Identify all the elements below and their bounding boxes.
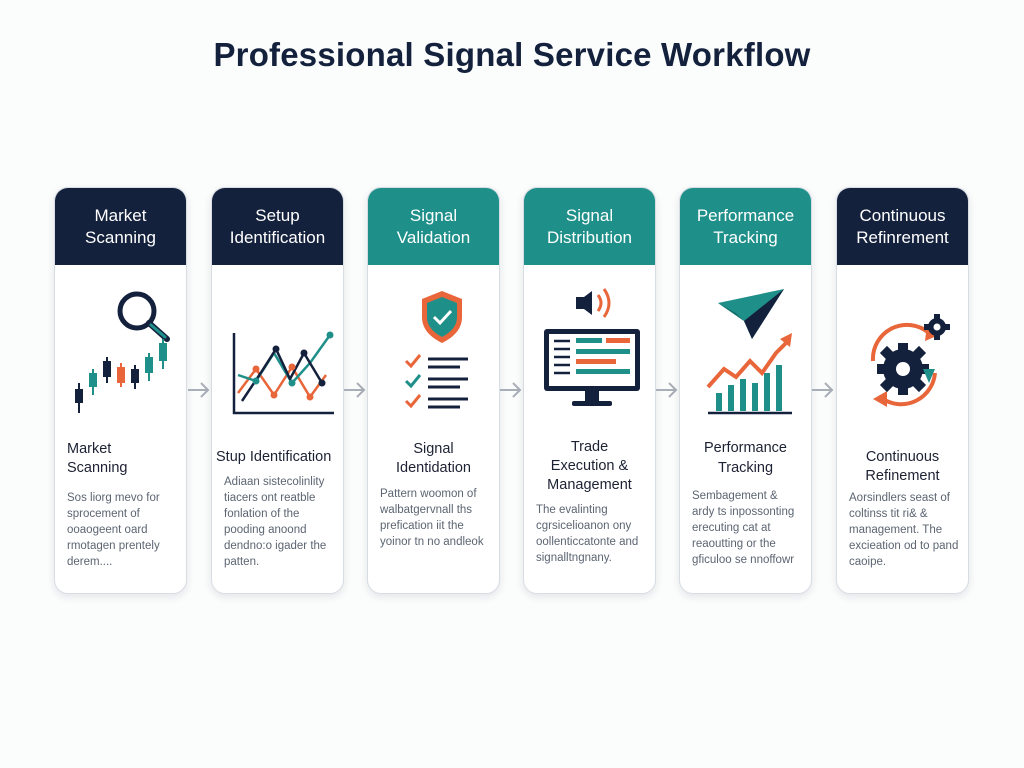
step-header: Market Scanning	[55, 188, 186, 265]
arrow-right-icon	[656, 382, 678, 398]
step-desc-line: ooaogeent oard	[67, 524, 148, 536]
arrow-right-icon	[344, 382, 366, 398]
monitor-megaphone-icon	[524, 278, 655, 428]
step-header-line: Continuous	[859, 205, 946, 225]
step-label-line: Continuous	[865, 449, 940, 465]
step-header: Signal Validation	[368, 188, 499, 265]
step-card-signal-distribution: Signal Distribution Trade Execution &	[523, 187, 656, 594]
step-desc-line: tiacers ont reatble	[224, 492, 316, 504]
step-label-line: Performance	[703, 440, 787, 456]
step-label-line: Refinement	[865, 467, 940, 484]
step-header-line: Scanning	[85, 227, 156, 247]
step-desc-line: rmotagen prentely	[67, 540, 160, 552]
step-desc-line: Aorsindlers seast of	[849, 492, 950, 504]
step-desc-line: signalltngnany.	[536, 552, 612, 564]
step-label: Stup Identification	[216, 448, 341, 467]
step-header: Performance Tracking	[680, 188, 811, 265]
line-chart-icon	[212, 278, 343, 428]
step-desc-line: erecuting cat at	[692, 522, 771, 534]
step-header-line: Distribution	[546, 227, 633, 247]
step-header-line: Market	[94, 205, 147, 225]
step-label-line: Market	[67, 441, 112, 457]
step-desc-line: oollenticcatonte and	[536, 536, 639, 548]
step-desc-line: patten.	[224, 556, 260, 568]
step-label-line: Execution &	[550, 458, 629, 474]
step-header-line: Tracking	[713, 227, 778, 247]
arrow-right-icon	[500, 382, 522, 398]
step-header-line: Validation	[396, 227, 471, 247]
arrow-right-icon	[188, 382, 210, 398]
step-card-performance-tracking: Performance Tracking Performance Trackin…	[679, 187, 812, 594]
step-description: Sos liorg mevo for sprocement of ooaogee…	[67, 490, 180, 570]
step-desc-line: excieation od to pand	[849, 540, 959, 552]
step-label-line: Scanning	[67, 459, 128, 476]
step-desc-line: cgrsicelioanon ony	[536, 520, 632, 532]
arrow-right-icon	[812, 382, 834, 398]
step-desc-line: walbatgervnall ths	[380, 504, 473, 516]
step-desc-line: dendno:o igader the	[224, 540, 327, 552]
step-description: Adiaan sistecolinlity tiacers ont reatbl…	[224, 474, 337, 570]
step-header: Continuous Refinrement	[837, 188, 968, 265]
step-label: Trade Execution & Management	[528, 438, 651, 495]
step-desc-line: fonlation of the	[224, 508, 300, 520]
step-header-line: Setup	[255, 205, 300, 225]
step-desc-line: coltinss tit ri& &	[849, 508, 928, 520]
step-label-line: Trade	[570, 439, 609, 455]
shield-checklist-icon	[368, 278, 499, 428]
step-card-market-scanning: Market Scanning Market Scanning	[54, 187, 187, 594]
paper-plane-bar-chart-icon	[680, 278, 811, 428]
step-desc-line: Sembagement &	[692, 490, 778, 502]
step-label: Continuous Refinement	[841, 448, 964, 485]
step-desc-line: caoipe.	[849, 556, 887, 568]
step-description: Aorsindlers seast of coltinss tit ri& & …	[849, 490, 962, 570]
gear-cycle-icon	[837, 278, 968, 428]
step-desc-line: Adiaan sistecolinlity	[224, 476, 325, 488]
step-desc-line: reaoutting or the	[692, 538, 776, 550]
page-title: Professional Signal Service Workflow	[213, 36, 811, 73]
step-card-setup-identification: Setup Identification Stup Identification…	[211, 187, 344, 594]
step-desc-line: The evalinting	[536, 504, 608, 516]
step-card-signal-validation: Signal Validation Signal Identidation Pa…	[367, 187, 500, 594]
magnifier-candlestick-icon	[55, 278, 186, 428]
step-desc-line: derem....	[67, 556, 113, 568]
step-header-line: Performance	[696, 205, 795, 225]
step-label-line: Tracking	[717, 460, 774, 476]
step-header-line: Signal	[565, 205, 614, 225]
step-header: Setup Identification	[212, 188, 343, 265]
step-label-line: Identidation	[396, 459, 471, 476]
step-header-line: Signal	[409, 205, 458, 225]
step-header-line: Refinrement	[856, 227, 949, 247]
step-desc-line: prefication iit the	[380, 520, 464, 532]
step-desc-line: yoinor tn no andleok	[380, 536, 484, 548]
step-desc-line: Sos liorg mevo for	[67, 492, 160, 504]
step-label-line: Signal	[413, 441, 454, 457]
step-desc-line: gficuloo se nnoffowr	[692, 554, 795, 566]
step-label-line: Management	[547, 477, 632, 493]
step-label: Market Scanning	[67, 440, 180, 477]
step-desc-line: management. The	[849, 524, 943, 536]
step-card-continuous-refinement: Continuous Refinrement	[836, 187, 969, 594]
step-desc-line: pooding anoond	[224, 524, 307, 536]
step-description: Sembagement & ardy ts inpossonting erecu…	[692, 488, 805, 568]
step-desc-line: sprocement of	[67, 508, 140, 520]
step-label: Performance Tracking	[684, 438, 807, 478]
step-desc-line: Pattern woomon of	[380, 488, 477, 500]
step-label: Signal Identidation	[372, 440, 495, 477]
step-header: Signal Distribution	[524, 188, 655, 265]
step-description: The evalinting cgrsicelioanon ony oollen…	[536, 502, 649, 566]
step-header-line: Identification	[229, 227, 326, 247]
step-description: Pattern woomon of walbatgervnall ths pre…	[380, 486, 493, 550]
step-desc-line: ardy ts inpossonting	[692, 506, 795, 518]
step-label-line: Stup Identification	[216, 449, 332, 465]
